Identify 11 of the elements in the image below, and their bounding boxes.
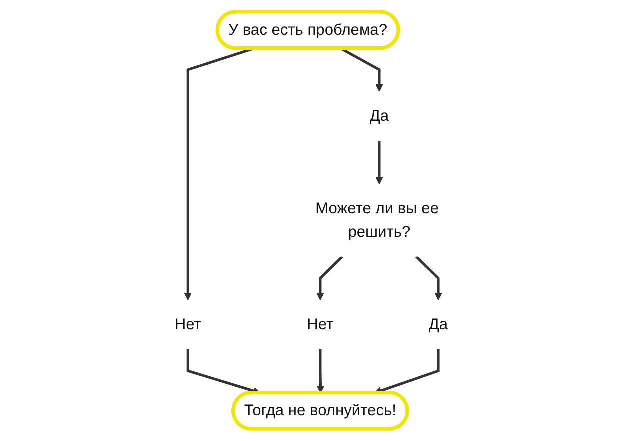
node-text: Да [369, 107, 389, 124]
node-text: Нет [306, 316, 334, 333]
node-text: Нет [174, 316, 201, 333]
arrow [340, 48, 383, 92]
arrow [184, 47, 254, 300]
node-text: Можете ли вы ее решить? [315, 200, 439, 240]
node-text: Да [428, 316, 448, 333]
arrow [415, 256, 442, 300]
arrow [316, 256, 343, 300]
arrow [316, 349, 324, 394]
arrow [375, 140, 383, 184]
